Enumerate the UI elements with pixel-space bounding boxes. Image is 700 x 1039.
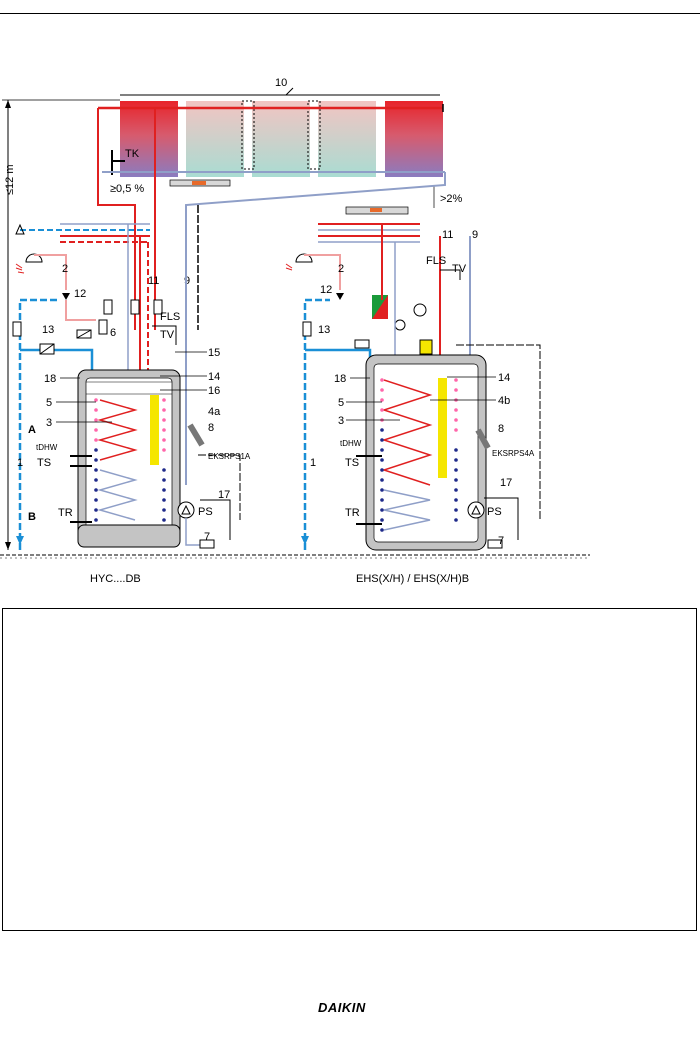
svg-text:FLS: FLS [426,255,446,267]
svg-text:B: B [28,511,36,523]
svg-text:2: 2 [338,263,344,275]
svg-text:TR: TR [58,507,73,519]
legend-box [2,608,697,931]
svg-text:4b: 4b [498,395,510,407]
svg-text:7: 7 [204,531,210,543]
collector-3 [252,101,310,177]
svg-text:7: 7 [498,535,504,547]
label-10: 10 [275,77,287,89]
svg-text:14: 14 [498,372,510,384]
svg-text:1: 1 [17,457,23,469]
brand-logo: DAIKIN [318,1000,366,1015]
right-unit-model: EHS(X/H) / EHS(X/H)B [356,573,469,585]
svg-text:4a: 4a [208,406,221,418]
svg-text:9: 9 [184,275,190,287]
svg-text:A: A [28,424,36,436]
svg-text:5: 5 [46,397,52,409]
svg-text:8: 8 [498,423,504,435]
collector-4 [318,101,376,177]
svg-text:3: 3 [338,415,344,427]
svg-text:11: 11 [148,275,159,287]
svg-text:TS: TS [345,457,359,469]
svg-text:6: 6 [110,327,116,339]
left-unit: 2 12 13 6 11 9 FLS TV [12,108,446,585]
svg-text:12: 12 [74,288,86,300]
height-dimension: ≤12 m [2,99,120,550]
svg-text:EKSRPS4A: EKSRPS4A [492,449,535,458]
slope-right-label: >2% [440,193,463,205]
svg-text:tDHW: tDHW [340,439,362,448]
svg-text:TS: TS [37,457,51,469]
svg-text:18: 18 [44,373,56,385]
svg-text:16: 16 [208,385,220,397]
svg-text:9: 9 [472,229,478,241]
svg-text:FLS: FLS [160,311,180,323]
svg-text:1: 1 [310,457,316,469]
header-rule [0,13,700,14]
left-unit-model: HYC....DB [90,573,141,585]
svg-text:TR: TR [345,507,360,519]
svg-text:18: 18 [334,373,346,385]
svg-text:tDHW: tDHW [36,443,58,452]
svg-text:17: 17 [500,477,512,489]
svg-text:13: 13 [318,324,330,336]
collector-2 [186,101,244,177]
svg-text:15: 15 [208,347,220,359]
collector-5 [385,101,443,177]
right-unit: 2 12 13 11 9 FLS TV [285,223,541,585]
svg-text:TV: TV [160,329,175,341]
svg-text:PS: PS [487,506,502,518]
svg-text:TV: TV [452,263,467,275]
svg-text:EKSRPS1A: EKSRPS1A [208,452,251,461]
svg-text:5: 5 [338,397,344,409]
svg-text:3: 3 [46,417,52,429]
collector-1 [120,101,178,177]
svg-text:14: 14 [208,371,220,383]
svg-text:11: 11 [442,229,453,241]
svg-text:12: 12 [320,284,332,296]
collector-array [98,87,445,215]
svg-text:13: 13 [42,324,54,336]
height-limit-label: ≤12 m [4,165,16,196]
svg-text:17: 17 [218,489,230,501]
solar-system-diagram: TK 10 ≥0,5 % >2% ≤12 m [0,77,590,585]
svg-text:PS: PS [198,506,213,518]
collector-sensor-label: TK [125,148,140,160]
slope-left-label: ≥0,5 % [110,183,144,195]
svg-text:8: 8 [208,422,214,434]
collector-sensor: TK [111,148,140,175]
svg-text:2: 2 [62,263,68,275]
